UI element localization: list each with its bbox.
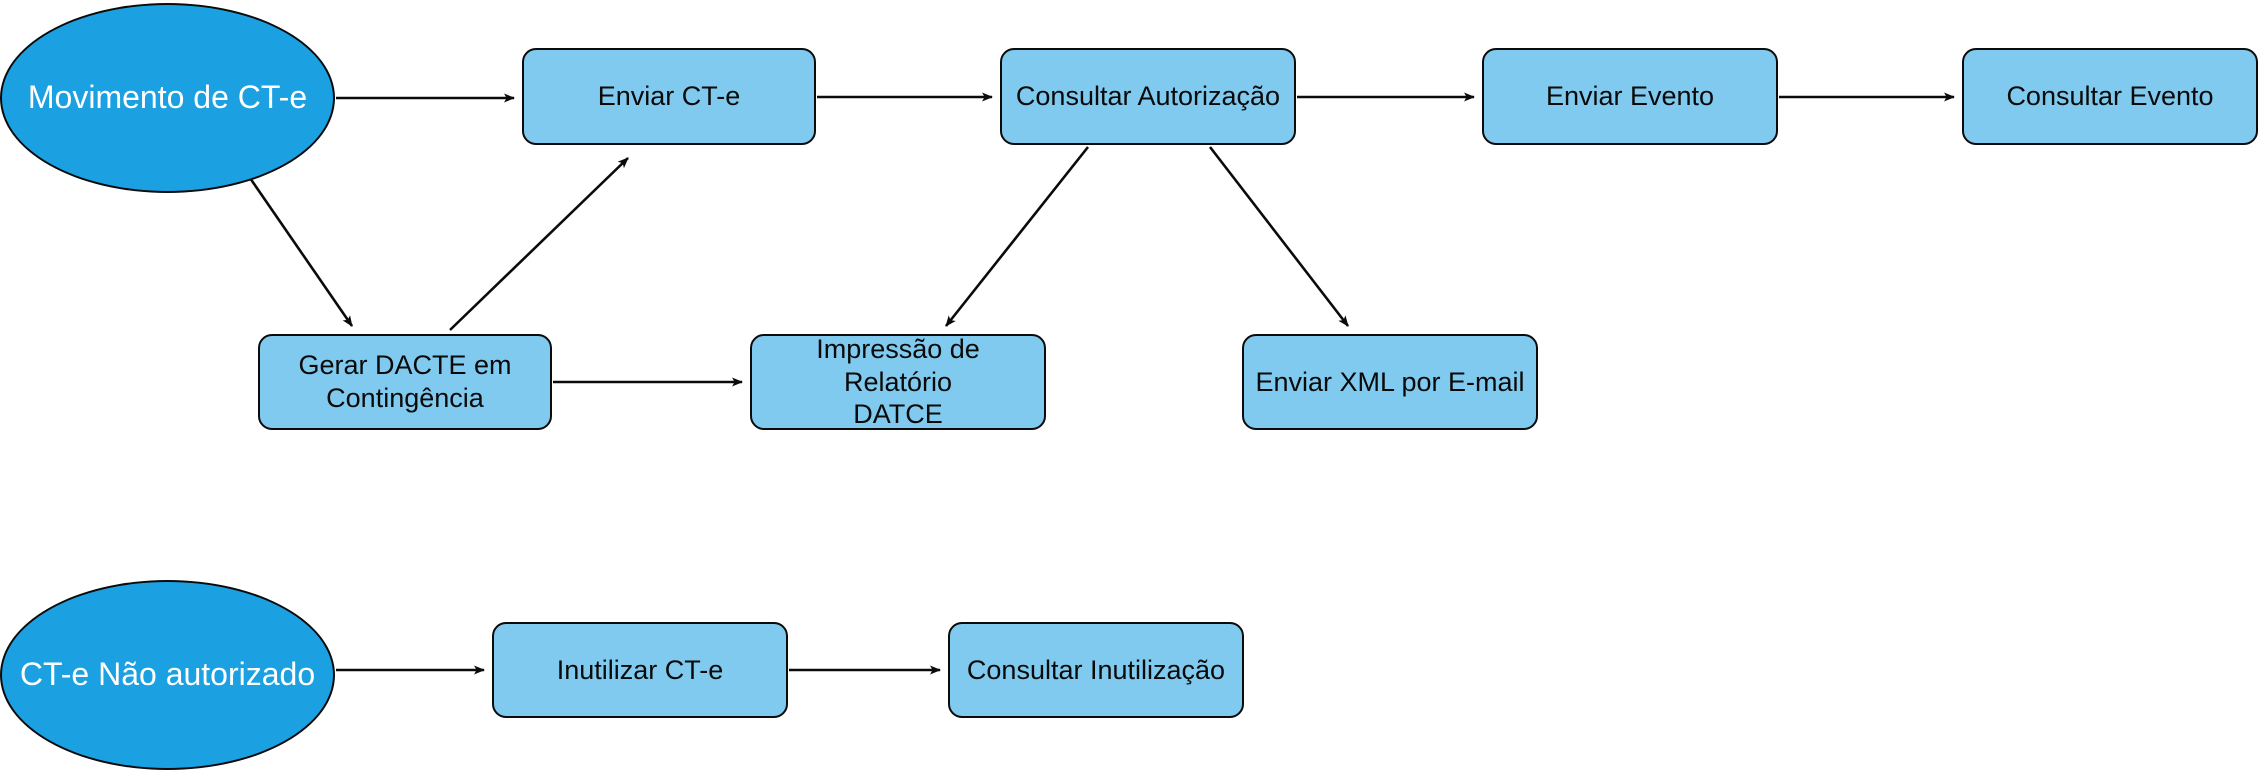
node-inutilizar-cte[interactable]: Inutilizar CT-e (492, 622, 788, 718)
node-consultar-autorizacao[interactable]: Consultar Autorização (1000, 48, 1296, 145)
node-gerar-dacte-em-contingencia[interactable]: Gerar DACTE em Contingência (258, 334, 552, 430)
flow-arrow-consultar-autorizacao-to-enviar-xml-email (1208, 146, 1350, 327)
node-movimento-de-cte[interactable]: Movimento de CT-e (0, 3, 335, 193)
node-label: Enviar Evento (1545, 81, 1715, 112)
node-label: Enviar CT-e (597, 81, 741, 112)
node-label: Gerar DACTE em Contingência (298, 350, 512, 413)
node-consultar-inutilizacao[interactable]: Consultar Inutilização (948, 622, 1244, 718)
node-label: Impressão de Relatório DATCE (816, 333, 980, 430)
flow-arrow-gerar-dacte-contingencia-to-enviar-cte (449, 157, 629, 331)
node-enviar-evento[interactable]: Enviar Evento (1482, 48, 1778, 145)
node-label: Consultar Evento (2006, 81, 2214, 112)
node-label: CT-e Não autorizado (19, 656, 316, 693)
node-label: Movimento de CT-e (27, 79, 308, 116)
node-consultar-evento[interactable]: Consultar Evento (1962, 48, 2258, 145)
node-cte-nao-autorizado[interactable]: CT-e Não autorizado (0, 580, 335, 770)
node-impressao-de-relatorio-datce[interactable]: Impressão de Relatório DATCE (750, 334, 1046, 430)
flow-arrow-consultar-autorizacao-to-impressao-relatorio-datce (944, 146, 1090, 327)
node-label: Inutilizar CT-e (556, 654, 724, 685)
node-label: Enviar XML por E-mail (1255, 366, 1525, 397)
node-label: Consultar Autorização (1015, 81, 1281, 112)
flow-arrow-movimento-cte-to-gerar-dacte-contingencia (248, 177, 354, 327)
node-enviar-cte[interactable]: Enviar CT-e (522, 48, 816, 145)
node-enviar-xml-por-email[interactable]: Enviar XML por E-mail (1242, 334, 1538, 430)
node-label: Consultar Inutilização (966, 654, 1226, 685)
